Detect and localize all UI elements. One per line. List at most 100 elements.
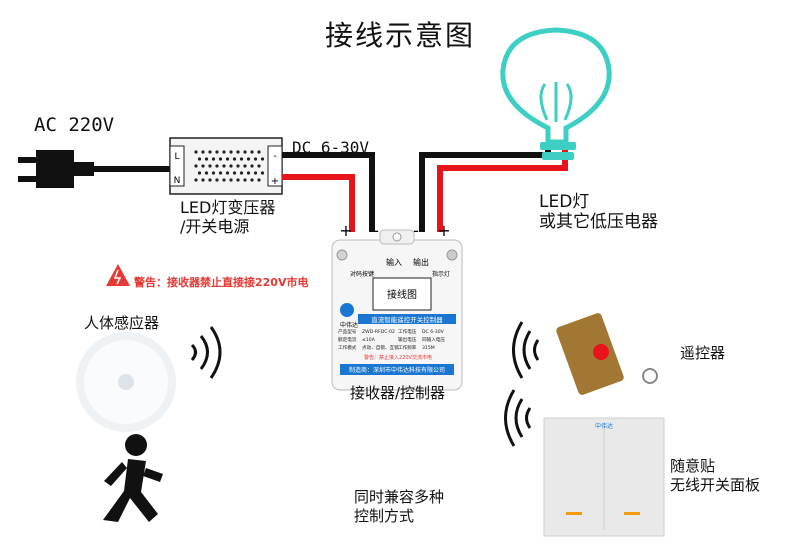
vent-dot — [253, 157, 258, 161]
sensor-label: 人体感应器 — [84, 314, 160, 332]
vent-dot — [194, 164, 198, 168]
vent-dot — [257, 150, 261, 154]
receiver-spec-cell: DC 6-30V — [422, 329, 445, 335]
vent-dot — [246, 171, 251, 175]
vent-dot — [260, 157, 265, 161]
polarity-in-minus: - — [373, 221, 379, 240]
vent-dot — [243, 178, 247, 182]
vent-dot — [236, 150, 240, 154]
vent-dot — [232, 171, 237, 175]
wall-switch-panel: 中伟达 — [543, 417, 665, 537]
signal-waves-icon — [190, 326, 222, 379]
panel-logo: 中伟达 — [595, 422, 613, 430]
vent-dot — [211, 157, 216, 161]
vent-dot — [215, 178, 219, 182]
remote-label: 遥控器 — [680, 344, 726, 362]
vent-dot — [246, 157, 251, 161]
lamp-label-1: LED灯 — [539, 192, 590, 212]
receiver-wiring: 接线图 — [387, 288, 417, 301]
vent-dot — [222, 178, 226, 182]
vent-dot — [204, 171, 209, 175]
polarity-in-plus: + — [339, 221, 352, 240]
ac-plug-icon — [18, 150, 170, 188]
warning-text: 警告：接收器禁止直接接220V市电 — [134, 276, 309, 289]
vent-dot — [225, 157, 230, 161]
receiver-spec-cell: 产品型号 — [338, 328, 357, 335]
vent-dot — [218, 171, 223, 175]
vent-dot — [218, 157, 223, 161]
vent-dot — [215, 164, 219, 168]
diagram-title: 接线示意图 — [324, 19, 475, 52]
receiver-spec-cell: ZWD-RFDC-02 — [362, 329, 395, 335]
receiver-spec-cell: 点动、自锁、互锁 — [362, 344, 399, 351]
receiver-maker: 制造商：深圳市中伟达科技有限公司 — [349, 366, 445, 374]
receiver-spec-cell: ≤10A — [362, 337, 376, 343]
receiver-brand: 中伟达 — [340, 321, 358, 329]
receiver-spec-cell: 额定电流 — [338, 336, 357, 343]
transformer-term-l: L — [174, 152, 179, 162]
vent-dot — [229, 178, 233, 182]
vent-dot — [260, 171, 265, 175]
receiver-spec-cell: 工作电压 — [398, 328, 417, 335]
compat-label-2: 控制方式 — [354, 507, 415, 525]
receiver-output: 输出 — [413, 257, 429, 267]
receiver-spec-cell: 同输入电压 — [422, 336, 445, 343]
vent-dot — [229, 150, 233, 154]
pair-button-icon — [336, 249, 348, 261]
receiver-spec-cell: 输出电压 — [398, 336, 417, 343]
vent-dot — [208, 150, 212, 154]
vent-dot — [208, 164, 212, 168]
vent-dot — [250, 178, 254, 182]
vent-dot — [215, 150, 219, 154]
vent-dot — [243, 150, 247, 154]
bulb-icon — [500, 27, 612, 160]
transformer-label-1: LED灯变压器 — [180, 198, 276, 217]
vent-dot — [204, 157, 209, 161]
vent-dot — [197, 171, 202, 175]
polarity-out-plus: + — [437, 221, 450, 240]
vent-dot — [201, 178, 205, 182]
signal-waves-panel-icon — [504, 389, 532, 447]
vent-dot — [250, 164, 254, 168]
vent-dot — [201, 150, 205, 154]
vent-dot — [236, 178, 240, 182]
vent-dot — [208, 178, 212, 182]
ac-label: AC 220V — [34, 114, 115, 136]
vent-dot — [250, 150, 254, 154]
polarity-out-minus: - — [413, 221, 419, 240]
vent-dot — [232, 157, 237, 161]
dc-label: DC 6-30V — [292, 138, 370, 157]
warning-icon — [106, 264, 130, 286]
vent-dot — [257, 178, 261, 182]
compat-label-1: 同时兼容多种 — [354, 488, 445, 506]
vent-dot — [222, 164, 226, 168]
transformer-term-minus: - — [273, 151, 277, 162]
receiver-spec-cell: 工作模式 — [338, 344, 357, 351]
vent-dot — [243, 164, 247, 168]
receiver-label: 接收器/控制器 — [350, 384, 446, 402]
vent-dot — [201, 164, 205, 168]
transformer-icon: L N - + — [169, 137, 283, 195]
brand-logo-icon — [340, 303, 354, 317]
walking-person-icon — [103, 434, 163, 522]
lamp-label-2: 或其它低压电器 — [539, 212, 658, 232]
remote-control-icon — [556, 313, 658, 395]
receiver-pair-btn: 对码按键 — [350, 270, 374, 278]
receiver-product-title: 直流智能遥控开关控制器 — [371, 315, 443, 324]
vent-dot — [229, 164, 233, 168]
dc-input-wires — [282, 152, 375, 232]
vent-dot — [211, 171, 216, 175]
vent-dot — [239, 157, 244, 161]
vent-dot — [253, 171, 258, 175]
receiver-warn-small: 警告：禁止接入220V交流市电 — [364, 354, 432, 361]
vent-dot — [222, 150, 226, 154]
panel-label-1: 随意贴 — [670, 457, 716, 475]
receiver-spec-cell: 315M — [422, 345, 435, 351]
transformer-term-n: N — [174, 176, 181, 186]
vent-dot — [197, 157, 202, 161]
panel-label-2: 无线开关面板 — [670, 476, 761, 494]
receiver-spec-cell: 工作频率 — [398, 344, 417, 351]
vent-dot — [236, 164, 240, 168]
